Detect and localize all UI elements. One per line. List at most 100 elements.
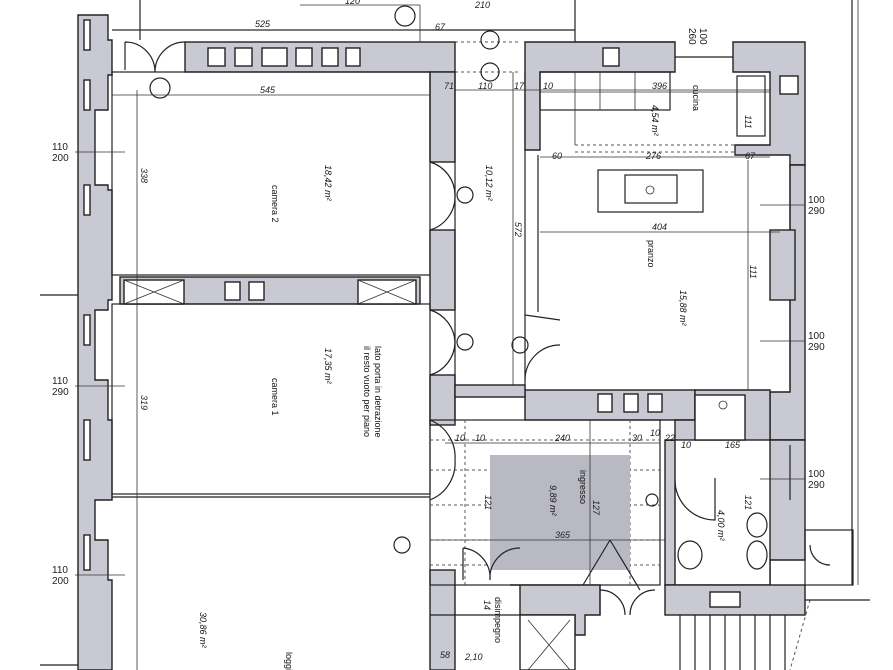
- window-label-height: 290: [52, 387, 69, 398]
- room-name-pranzo: pranzo: [646, 240, 656, 268]
- door-swing: [809, 544, 831, 566]
- dimension-label: 17: [514, 81, 525, 91]
- door-swing: [674, 478, 716, 521]
- wall-kitchen-right: [732, 41, 806, 166]
- dimension-label: 121: [743, 495, 753, 510]
- window-label-width: 100: [808, 331, 825, 342]
- dimension-label: 10: [681, 440, 691, 450]
- dimension-label: 396: [652, 81, 667, 91]
- dimension-label: 2,10: [464, 652, 483, 662]
- window-label-width: 100: [808, 195, 825, 206]
- rug: [490, 455, 630, 570]
- stairs: [679, 599, 870, 670]
- dimension-label: 165: [725, 440, 741, 450]
- dimension-label: 121: [483, 495, 493, 510]
- note-line2: il resto vuoto per piano: [362, 346, 372, 437]
- pier: [769, 229, 796, 301]
- window-label-height: 290: [808, 342, 825, 353]
- kitchen-counter: [539, 71, 770, 213]
- dimension-label: 111: [743, 115, 753, 129]
- door-swing: [429, 309, 456, 376]
- elevator-cross: [527, 619, 571, 670]
- dimension-label: 10: [455, 433, 465, 443]
- room-area-camera2: 18,42 m²: [323, 165, 333, 202]
- shaft: [602, 47, 620, 67]
- dimension-label: 365: [555, 530, 571, 540]
- room-name-cucina: cucina: [691, 85, 701, 111]
- dimension-label: 14: [482, 600, 492, 610]
- dimension-label: 404: [652, 222, 667, 232]
- landing: [804, 529, 854, 586]
- room-camera2: [111, 71, 431, 276]
- door-swing: [429, 161, 456, 231]
- room-name-ingresso: ingresso: [578, 470, 588, 504]
- light-fixture: [645, 493, 659, 507]
- dimension-label: 110: [478, 81, 492, 91]
- elevator: [519, 614, 576, 670]
- wardrobe-cross: [123, 279, 417, 305]
- fridge: [736, 75, 766, 137]
- toilet: [746, 540, 768, 570]
- room-area-loggia: 30,86 m²: [198, 612, 208, 649]
- room-area-cucina: 4,54 m²: [650, 105, 660, 137]
- room-name-camera1: camera 1: [270, 378, 280, 416]
- dimension-label: 71: [444, 81, 454, 91]
- exterior-wall-left: [77, 14, 113, 670]
- dimension-label: 127: [591, 500, 601, 516]
- dimension-label: 319: [139, 395, 149, 410]
- wall: [429, 71, 456, 163]
- dimension-label: 58: [440, 650, 450, 660]
- door-swing: [462, 547, 521, 581]
- room-area-ingresso: 9,89 m²: [548, 485, 558, 517]
- door-swing: [429, 419, 456, 501]
- window-label-height: 200: [52, 153, 69, 164]
- window-label-height: 290: [808, 480, 825, 491]
- wall: [429, 569, 456, 670]
- dimension-label: 10: [543, 81, 553, 91]
- window-label-width: 100: [697, 28, 708, 45]
- shaft: [709, 591, 741, 608]
- window-label-height: 290: [808, 206, 825, 217]
- room-name-disimpegno: disimpegno: [493, 597, 503, 643]
- door-swing: [524, 314, 561, 381]
- bidet: [746, 512, 768, 538]
- dimension-label: 240: [554, 433, 570, 443]
- window-label-width: 110: [52, 376, 68, 387]
- dimension-label: 545: [260, 85, 276, 95]
- light-fixture: [456, 186, 474, 204]
- wall: [429, 229, 456, 311]
- dimension-label: 120: [345, 0, 360, 6]
- window-label-height: 260: [686, 28, 697, 45]
- dimension-label: 111: [748, 265, 758, 279]
- wall: [429, 374, 456, 426]
- door-swing: [579, 539, 641, 591]
- dimension-label: 10: [650, 428, 660, 438]
- light-fixture: [149, 77, 171, 99]
- dimension-label: 22: [664, 433, 675, 443]
- door-swing: [124, 41, 186, 73]
- window-label-width: 100: [808, 469, 825, 480]
- room-area-camera1: 17,35 m²: [323, 348, 333, 385]
- room-name-loggia: loggia: [284, 652, 294, 670]
- room-area-corridor: 10,12 m²: [484, 165, 494, 202]
- light-fixture: [456, 333, 474, 351]
- shafts: [597, 393, 663, 413]
- note-line1: lato porta in detrazione: [373, 346, 383, 438]
- dimension-label: 572: [513, 222, 523, 237]
- dimension-label: 210: [474, 0, 490, 10]
- sink: [677, 540, 703, 570]
- light-fixture: [393, 536, 411, 554]
- window-label-width: 110: [52, 565, 68, 576]
- light-fixture: [511, 336, 529, 354]
- wall: [454, 384, 526, 398]
- window-leaders: [75, 151, 805, 576]
- room-camera1: [111, 303, 431, 495]
- shaft: [779, 75, 799, 95]
- window-label-height: 200: [52, 576, 69, 587]
- dimension-label: 30: [632, 433, 642, 443]
- shafts: [207, 47, 361, 67]
- wall-top-camera2: [184, 41, 456, 73]
- cooktop: [624, 174, 678, 204]
- dimension-label: 10: [475, 433, 485, 443]
